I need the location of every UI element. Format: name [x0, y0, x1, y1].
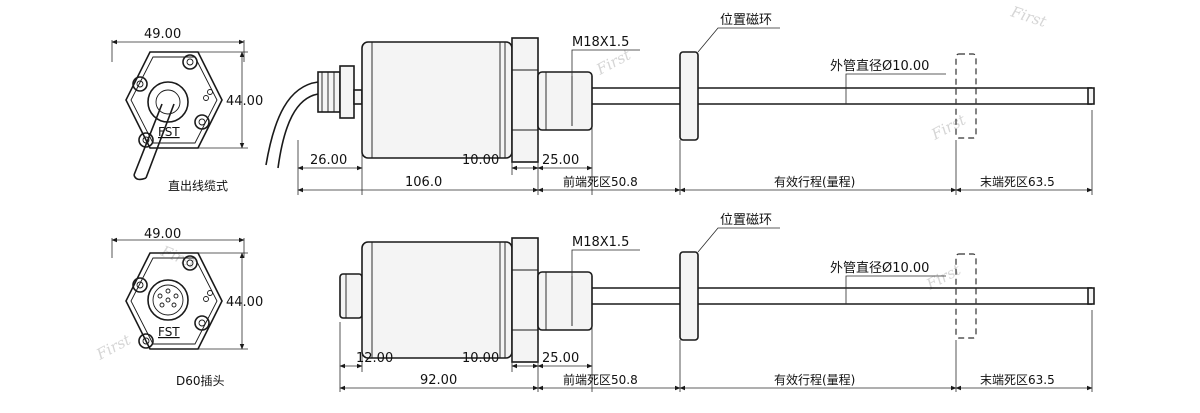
- bottom-hex-flange: [511, 237, 539, 363]
- top-housing: [361, 41, 513, 159]
- top-end-caption: 直出线缆式: [168, 179, 228, 193]
- top-end-logo: FST: [158, 125, 180, 139]
- bottom-dead-ring: [955, 253, 977, 339]
- bottom-dim-body: 92.00: [420, 373, 457, 388]
- bottom-thread: [537, 271, 593, 331]
- bottom-end-view: 49.00 44.00 FST D60插头: [111, 227, 263, 388]
- bottom-end-logo: FST: [158, 325, 180, 339]
- watermark: First: [1008, 2, 1050, 31]
- watermark: First: [93, 330, 135, 364]
- bottom-dim-thread: 25.00: [542, 351, 579, 366]
- bottom-front-dead: 前端死区50.8: [563, 372, 638, 387]
- top-dim-flange: 10.00: [462, 153, 499, 168]
- bottom-thread-label: M18X1.5: [572, 235, 629, 250]
- top-hex-flange: [511, 37, 539, 163]
- top-magnet-ring: [679, 51, 699, 141]
- top-tube-label: 外管直径Ø10.00: [830, 59, 929, 74]
- top-end-width: 49.00: [144, 27, 181, 42]
- top-dim-thread: 25.00: [542, 153, 579, 168]
- top-end-view: 49.00 44.00 FST 直出线缆式: [111, 27, 263, 193]
- bottom-stroke: 有效行程(量程): [774, 372, 855, 387]
- bottom-dim-flange: 10.00: [462, 351, 499, 366]
- watermark: First: [928, 110, 970, 144]
- top-end-height: 44.00: [226, 94, 263, 109]
- bottom-end-dead: 末端死区63.5: [980, 373, 1055, 387]
- bottom-view: 49.00 44.00 FST D60插头: [111, 213, 1095, 392]
- top-front-dead: 前端死区50.8: [563, 174, 638, 189]
- top-cable: [265, 65, 363, 169]
- bottom-end-width: 49.00: [144, 227, 181, 242]
- bottom-magnet-label: 位置磁环: [720, 213, 772, 228]
- bottom-magnet-ring: [679, 251, 699, 341]
- top-dim-back: 26.00: [310, 153, 347, 168]
- bottom-end-caption: D60插头: [176, 374, 225, 388]
- bottom-end-height: 44.00: [226, 295, 263, 310]
- top-end-dead: 末端死区63.5: [980, 175, 1055, 189]
- top-stroke: 有效行程(量程): [774, 174, 855, 189]
- top-thread-label: M18X1.5: [572, 35, 629, 50]
- bottom-housing: [361, 241, 513, 359]
- top-view: 49.00 44.00 FST 直出线缆式: [111, 13, 1095, 195]
- bottom-connector: [339, 273, 363, 319]
- top-dim-body: 106.0: [405, 175, 442, 190]
- top-thread: [537, 71, 593, 131]
- bottom-dim-back: 12.00: [356, 351, 393, 366]
- bottom-tube-label: 外管直径Ø10.00: [830, 261, 929, 276]
- top-magnet-label: 位置磁环: [720, 13, 772, 28]
